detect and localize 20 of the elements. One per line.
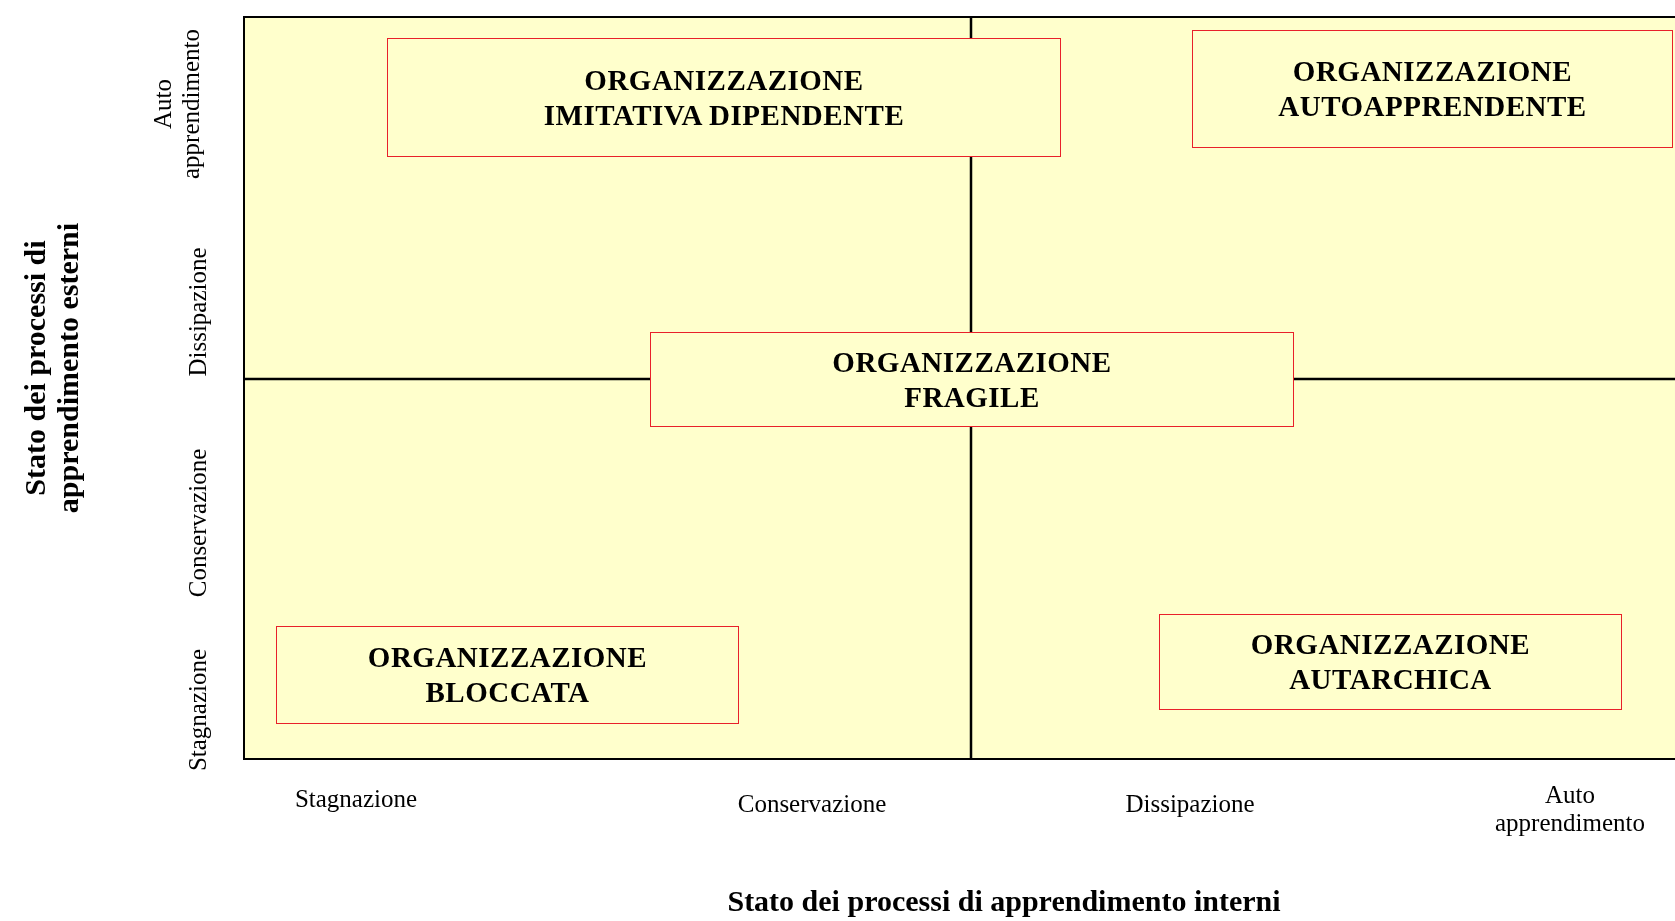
axis-tick-label: Stagnazione: [184, 648, 212, 772]
box-label: ORGANIZZAZIONE FRAGILE: [831, 344, 1113, 415]
quadrant-box: [1159, 614, 1622, 710]
axis-tick-label: Dissipazione: [184, 247, 212, 377]
quadrant-box: [276, 626, 739, 724]
quadrant-box: [650, 332, 1294, 427]
box-label: ORGANIZZAZIONE AUTARCHICA: [1249, 627, 1532, 697]
axis-tick-label: Conservazione: [737, 790, 887, 818]
axis-tick-label: Auto apprendimento: [148, 28, 204, 181]
box-label: ORGANIZZAZIONE AUTOAPPRENDENTE: [1277, 54, 1588, 124]
axis-title: Stato dei processi di apprendimento interni: [727, 883, 1281, 917]
axis-tick-label: Auto apprendimento: [1494, 780, 1646, 836]
box-label: ORGANIZZAZIONE IMITATIVA DIPENDENTE: [542, 62, 906, 133]
axis-tick-label: Dissipazione: [1125, 790, 1255, 818]
axis-title: Stato dei processi di apprendimento esterni: [18, 221, 84, 516]
box-label: ORGANIZZAZIONE BLOCCATA: [366, 640, 649, 710]
quadrant-box: [387, 38, 1061, 157]
axis-tick-label: Stagnazione: [294, 785, 418, 813]
axis-tick-label: Conservazione: [184, 448, 212, 598]
quadrant-box: [1192, 30, 1673, 148]
